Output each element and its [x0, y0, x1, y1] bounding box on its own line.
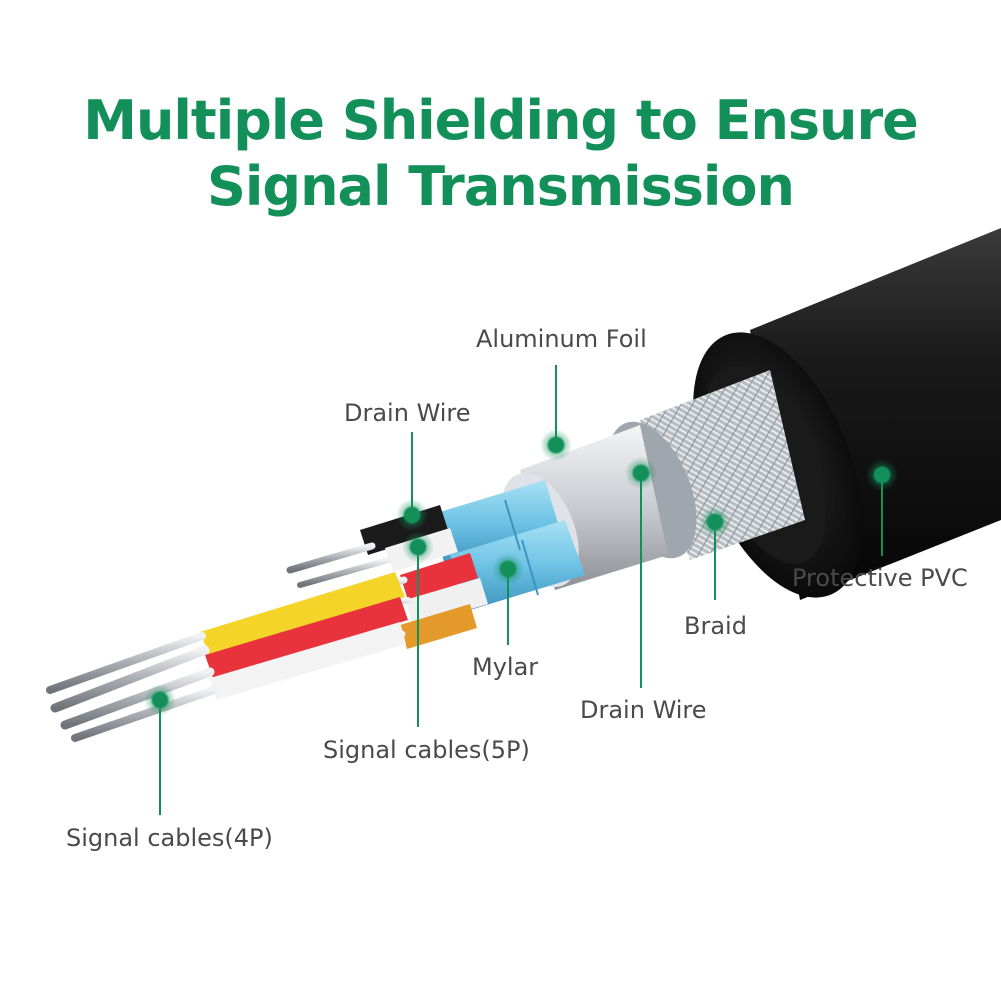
label-braid: Braid: [684, 612, 747, 640]
dot-mylar: [492, 553, 524, 585]
callout-dots: [144, 429, 898, 716]
label-aluminum-foil: Aluminum Foil: [476, 325, 647, 353]
callout-leaders: [159, 365, 883, 815]
label-signal-cables-5p: Signal cables(5P): [323, 736, 530, 764]
dot-signal-cables-4p: [144, 684, 176, 716]
label-drain-wire-bottom: Drain Wire: [580, 696, 707, 724]
dot-aluminum-foil: [540, 429, 572, 461]
label-signal-cables-4p: Signal cables(4P): [66, 824, 273, 852]
title-line-1: Multiple Shielding to Ensure: [83, 89, 919, 152]
label-protective-pvc: Protective PVC: [792, 564, 968, 592]
dot-signal-cables-5p: [402, 531, 434, 563]
dot-drain-wire-bottom: [625, 457, 657, 489]
dot-drain-wire-top: [396, 499, 428, 531]
label-drain-wire-top: Drain Wire: [344, 399, 471, 427]
signal-cables-4p-bundle: [46, 572, 408, 742]
title-line-2: Signal Transmission: [207, 155, 795, 218]
dot-braid: [699, 506, 731, 538]
dot-protective-pvc: [866, 459, 898, 491]
label-mylar: Mylar: [472, 653, 539, 681]
